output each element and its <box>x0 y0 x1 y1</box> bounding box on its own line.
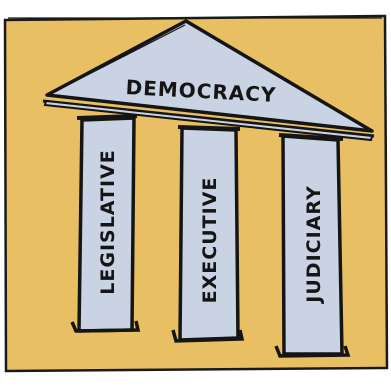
pillar-executive-base <box>171 329 245 343</box>
pediment-top-accent <box>51 24 186 94</box>
pillar-legislative-base <box>70 320 141 333</box>
pillar-judiciary: JUDICIARY <box>274 133 351 358</box>
pillar-executive-capital <box>177 125 241 131</box>
pillar-legislative-label: LEGISLATIVE <box>97 149 119 294</box>
pillar-legislative: LEGISLATIVE <box>70 114 141 333</box>
pillar-executive: EXECUTIVE <box>171 125 245 343</box>
entablature <box>43 99 374 142</box>
pillar-judiciary-base <box>274 345 351 358</box>
pediment-shape <box>45 19 374 133</box>
pillar-judiciary-capital <box>278 133 344 141</box>
pillar-legislative-capital <box>76 114 138 120</box>
pillar-executive-label: EXECUTIVE <box>199 177 221 304</box>
pillar-judiciary-label: JUDICIARY <box>303 185 325 304</box>
